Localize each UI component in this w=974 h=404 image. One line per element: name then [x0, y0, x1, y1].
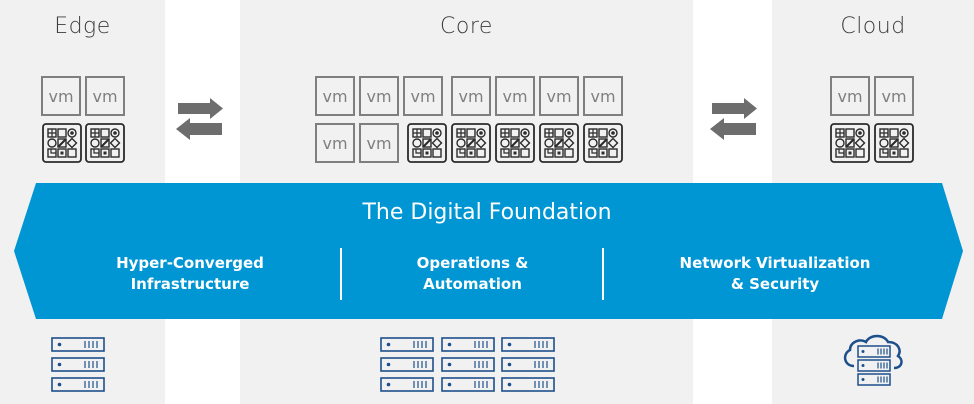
app-grid-icon [451, 123, 491, 163]
vm-box-icon: vm [315, 123, 355, 163]
server-rack-icon [501, 377, 555, 392]
pillar-ops: Operations & Automation [345, 253, 600, 295]
cloud-server-rack [857, 345, 891, 386]
server-rack-icon [501, 337, 555, 352]
edge-title: Edge [54, 14, 111, 39]
pillar-ops-line1: Operations & [416, 254, 529, 272]
server-rack-icon [51, 357, 105, 372]
banner-title: The Digital Foundation [362, 200, 612, 225]
server-rack-icon [380, 377, 434, 392]
server-rack-icon [501, 357, 555, 372]
core-title: Core [440, 14, 493, 39]
pillar-hci-line2: Infrastructure [130, 275, 250, 293]
server-rack-icon [51, 377, 105, 392]
core-cloud-exchange-icon [710, 98, 757, 140]
vm-box-icon: vm [403, 76, 443, 116]
pillar-network-line1: Network Virtualization [679, 254, 871, 272]
app-grid-icon [874, 123, 914, 163]
pillar-hci-line1: Hyper-Converged [116, 254, 264, 272]
vm-box-icon: vm [315, 76, 355, 116]
vm-box-icon: vm [41, 76, 81, 116]
pillar-network: Network Virtualization & Security [610, 253, 940, 295]
vm-box-icon: vm [359, 76, 399, 116]
pillar-ops-line2: Automation [423, 275, 522, 293]
app-grid-icon [830, 123, 870, 163]
vm-box-icon: vm [451, 76, 491, 116]
vm-box-icon: vm [830, 76, 870, 116]
app-grid-icon [407, 123, 447, 163]
edge-core-exchange-icon [176, 98, 223, 140]
server-rack-icon [441, 337, 495, 352]
arrow-left-icon [176, 118, 222, 140]
arrow-right-icon [712, 98, 757, 119]
vm-box-icon: vm [874, 76, 914, 116]
app-grid-icon [85, 123, 125, 163]
vm-box-icon: vm [85, 76, 125, 116]
server-rack-icon [380, 337, 434, 352]
vm-box-icon: vm [539, 76, 579, 116]
cloud-title: Cloud [840, 14, 906, 39]
arrow-left-icon [710, 118, 756, 140]
arrow-right-icon [178, 98, 223, 119]
pillar-divider [602, 248, 604, 300]
pillar-hci: Hyper-Converged Infrastructure [60, 253, 320, 295]
server-rack-icon [441, 357, 495, 372]
server-rack-icon [441, 377, 495, 392]
app-grid-icon [495, 123, 535, 163]
app-grid-icon [42, 123, 82, 163]
vm-box-icon: vm [583, 76, 623, 116]
server-rack-icon [380, 357, 434, 372]
app-grid-icon [539, 123, 579, 163]
app-grid-icon [583, 123, 623, 163]
pillar-divider [340, 248, 342, 300]
cloud-server-icon [843, 334, 903, 386]
server-rack-icon [51, 337, 105, 352]
vm-box-icon: vm [359, 123, 399, 163]
vm-box-icon: vm [495, 76, 535, 116]
pillar-network-line2: & Security [730, 275, 820, 293]
